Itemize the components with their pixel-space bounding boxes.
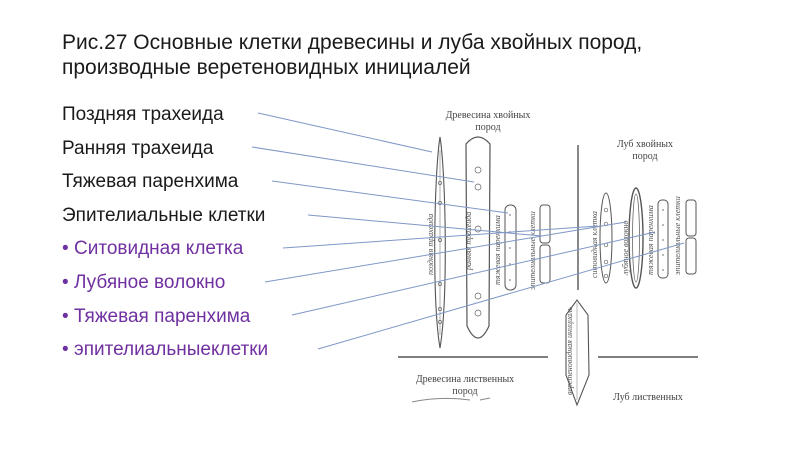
early-tracheid-label: ранняя трахеида: [464, 212, 473, 271]
leader-line-sieve-cell: [282, 225, 599, 249]
sieve-cell: ситовидная клетка: [590, 192, 613, 284]
conifer-phloem-heading-1: Луб хвойных: [617, 139, 673, 150]
cell-term-list: Поздняя трахеида Ранняя трахеида Тяжевая…: [62, 98, 268, 367]
wood-parenchyma-cell: тяжевая паренхима: [493, 204, 517, 291]
bast-fiber-label: лубяное волокно: [621, 221, 630, 276]
term-phloem-parenchyma: •Тяжевая паренхима: [62, 300, 268, 334]
conifer-wood-heading-2: пород: [475, 122, 500, 133]
bullet-dot: •: [62, 305, 69, 327]
phloem-epithelial-cells: эпителиальные клетки: [673, 196, 697, 275]
bullet-dot: •: [62, 339, 69, 361]
hardwood-wood-heading-2: пород: [452, 386, 477, 397]
conifer-wood-heading-1: Древесина хвойных: [446, 110, 531, 121]
phloem-epithelial-label: эпителиальные клетки: [673, 196, 682, 275]
sieve-cell-label: ситовидная клетка: [590, 211, 599, 278]
term-phloem-epithelial: •эпителиальныеклетки: [62, 333, 268, 367]
leader-lines: [251, 112, 685, 350]
hardwood-wood-heading-1: Древесина лиственных: [416, 374, 514, 385]
phloem-parenchyma-cell: тяжевая паренхима: [646, 199, 669, 279]
leader-line-phloem-parenchyma: [291, 231, 656, 316]
phloem-parenchyma-label: тяжевая паренхима: [646, 205, 655, 275]
early-tracheid-cell: ранняя трахеида: [464, 136, 491, 339]
wood-epithelial-label: эпителиальные клетки: [528, 211, 537, 290]
cut-off-text-mark: [411, 397, 491, 403]
term-sieve-cell: •Ситовидная клетка: [62, 232, 268, 266]
bast-fiber-cell: лубяное волокно: [621, 187, 644, 289]
term-wood-parenchyma: Тяжевая паренхима: [62, 171, 239, 193]
slide-title: Рис.27 Основные клетки древесины и луба …: [62, 30, 762, 80]
term-late-tracheid: Поздняя трахеида: [62, 104, 224, 125]
wood-epithelial-cells: эпителиальные клетки: [528, 204, 551, 290]
leader-line-early-tracheid: [251, 146, 475, 183]
hardwood-phloem-heading: Луб лиственных: [613, 392, 683, 403]
term-early-tracheid: Ранняя трахеида: [62, 137, 214, 159]
leader-line-wood-parenchyma: [271, 180, 509, 214]
leader-line-late-tracheid: [257, 112, 433, 153]
bullet-dot: •: [62, 238, 69, 260]
fusiform-initial-cell: веретеновидная инициаль: [565, 299, 590, 407]
title-line-1: Рис.27 Основные клетки древесины и луба …: [62, 31, 643, 54]
bullet-dot: •: [62, 271, 69, 293]
wood-parenchyma-label: тяжевая паренхима: [493, 215, 502, 285]
conifer-phloem-heading-2: пород: [632, 151, 657, 162]
title-line-2: производные веретеновидных инициалей: [62, 56, 471, 79]
term-bast-fiber: •Лубяное волокно: [62, 266, 268, 300]
term-wood-epithelial: Эпителиальные клетки: [62, 204, 266, 226]
fusiform-initial-label: веретеновидная инициаль: [565, 307, 574, 395]
late-tracheid-label: поздняя трахеида: [426, 214, 435, 275]
leader-line-bast-fiber: [264, 221, 627, 283]
leader-line-phloem-epithelial: [317, 242, 685, 350]
late-tracheid-cell: поздняя трахеида: [426, 136, 446, 349]
